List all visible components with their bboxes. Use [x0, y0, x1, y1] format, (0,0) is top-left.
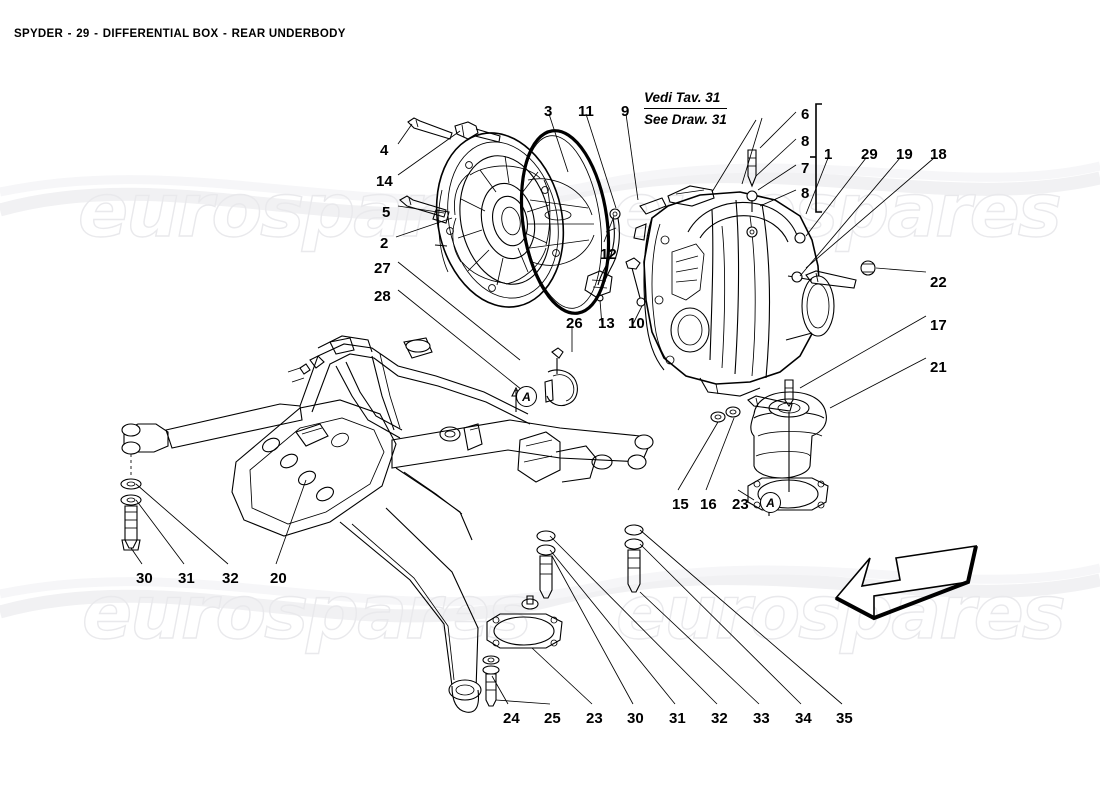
page-title-model: SPYDER — [14, 28, 64, 40]
callout-number-22: 22 — [930, 274, 947, 291]
callout-number-8: 8 — [801, 185, 810, 202]
section-marker-a-subframe: A — [516, 386, 537, 407]
cross-reference-note: Vedi Tav. 31 See Draw. 31 — [644, 88, 727, 129]
cross-reference-english: See Draw. 31 — [644, 107, 727, 130]
cross-reference-italian: Vedi Tav. 31 — [644, 90, 721, 105]
callout-number-7: 7 — [801, 160, 810, 177]
bolt-22 — [805, 260, 876, 289]
callout-number-23: 23 — [586, 710, 603, 727]
callout-number-18: 18 — [930, 146, 947, 163]
callout-number-33: 33 — [753, 710, 770, 727]
callout-number-15: 15 — [672, 496, 689, 513]
callout-number-28: 28 — [374, 288, 391, 305]
callout-number-20: 20 — [270, 570, 287, 587]
subframe-hardware-left — [120, 454, 142, 551]
callout-number-3: 3 — [544, 103, 553, 120]
callout-number-11: 11 — [578, 103, 594, 120]
callout-number-1: 1 — [824, 146, 833, 163]
differential-mount — [747, 379, 829, 511]
callout-number-30: 30 — [627, 710, 644, 727]
callout-number-5: 5 — [382, 204, 391, 221]
callout-number-24: 24 — [503, 710, 520, 727]
group-bracket-1 — [810, 103, 822, 213]
callout-number-29: 29 — [861, 146, 878, 163]
callout-number-23: 23 — [732, 496, 749, 513]
cover-fasteners — [399, 117, 501, 218]
callout-number-27: 27 — [374, 260, 391, 277]
callout-number-4: 4 — [380, 142, 389, 159]
callout-number-8: 8 — [801, 133, 810, 150]
callout-number-14: 14 — [376, 173, 393, 190]
washers-15-16 — [710, 395, 793, 423]
callout-number-9: 9 — [621, 103, 630, 120]
callout-number-13: 13 — [598, 315, 615, 332]
callout-number-31: 31 — [669, 710, 686, 727]
callout-number-35: 35 — [836, 710, 853, 727]
callout-number-32: 32 — [222, 570, 239, 587]
callout-number-21: 21 — [930, 359, 947, 376]
callout-number-32: 32 — [711, 710, 728, 727]
callout-number-6: 6 — [801, 106, 810, 123]
subframe-hardware-bottom — [482, 595, 563, 707]
callout-number-34: 34 — [795, 710, 812, 727]
callout-number-17: 17 — [930, 317, 947, 334]
page-title-location: REAR UNDERBODY — [231, 28, 346, 40]
page-title-assembly: DIFFERENTIAL BOX — [102, 28, 219, 40]
breather-pipe-assembly — [544, 208, 646, 407]
section-marker-a-mount: A — [760, 492, 781, 513]
page-title-table-number: 29 — [76, 28, 90, 40]
leader-lines — [130, 111, 935, 705]
page-title: SPYDER - 29 - DIFFERENTIAL BOX - REAR UN… — [14, 28, 346, 40]
callout-number-30: 30 — [136, 570, 153, 587]
callout-number-2: 2 — [380, 235, 389, 252]
callout-number-12: 12 — [600, 246, 617, 263]
callout-number-31: 31 — [178, 570, 195, 587]
callout-number-10: 10 — [628, 315, 645, 332]
callout-number-25: 25 — [544, 710, 561, 727]
housing-studs — [746, 149, 758, 212]
direction-arrow-icon — [834, 545, 978, 621]
subframe-hardware-right — [536, 524, 644, 599]
rear-subframe — [121, 335, 654, 713]
differential-housing — [633, 185, 835, 397]
callout-number-16: 16 — [700, 496, 717, 513]
callout-number-19: 19 — [896, 146, 913, 163]
o-ring-seal — [519, 129, 611, 315]
callout-number-26: 26 — [566, 315, 583, 332]
